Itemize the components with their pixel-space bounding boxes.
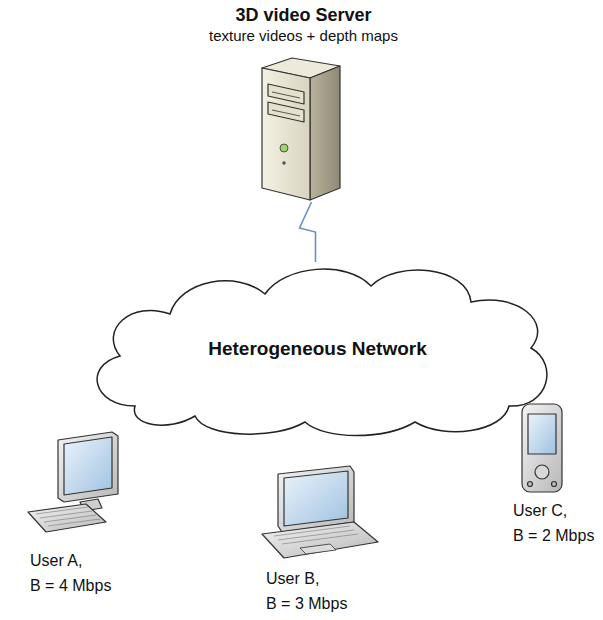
laptop-icon (262, 466, 378, 558)
wireless-link (300, 202, 316, 262)
desktop-icon (28, 432, 118, 532)
node-subtitle: B = 4 Mbps (30, 573, 150, 598)
pda-icon (522, 404, 562, 492)
user-node: User C,B = 2 Mbps (507, 400, 598, 548)
user-node: User A,B = 4 Mbps (22, 428, 150, 598)
node-subtitle: B = 3 Mbps (266, 591, 388, 616)
node-title: User C, (513, 498, 598, 523)
node-subtitle: texture videos + depth maps (150, 26, 457, 45)
server-icon (262, 58, 340, 200)
network-cloud: Heterogeneous Network (75, 256, 560, 442)
user-node: User B,B = 3 Mbps (252, 464, 388, 616)
node-subtitle: B = 2 Mbps (513, 523, 598, 548)
node-title: User B, (266, 566, 388, 591)
node-title: User A, (30, 548, 150, 573)
node-title: Heterogeneous Network (208, 338, 427, 360)
server-node: 3D video Servertexture videos + depth ma… (150, 4, 457, 202)
node-title: 3D video Server (150, 4, 457, 26)
